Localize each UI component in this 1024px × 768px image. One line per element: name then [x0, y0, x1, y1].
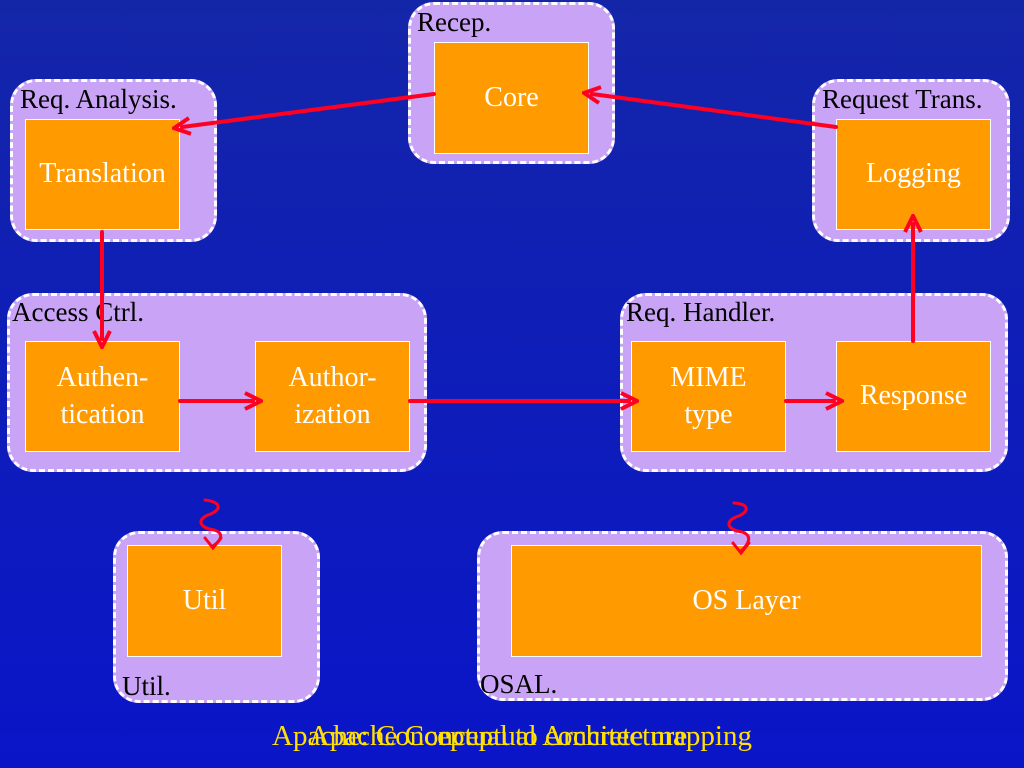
box-util: Util — [127, 545, 282, 657]
arrow-core-to-translation — [182, 92, 436, 127]
box-os-layer: OS Layer — [511, 545, 982, 657]
box-authentication: Authen- tication — [25, 341, 180, 452]
group-label-osal: OSAL. — [480, 669, 558, 699]
box-core: Core — [434, 42, 589, 154]
group-label-req-analysis: Req. Analysis. — [20, 84, 177, 114]
group-label-request-trans: Request Trans. — [822, 84, 983, 114]
arrow-logging-to-core — [592, 94, 838, 129]
box-authorization: Author- ization — [255, 341, 410, 452]
group-label-req-handler: Req. Handler. — [626, 297, 776, 327]
squiggle-to-os-layer — [727, 501, 751, 553]
group-label-recep: Recep. — [417, 7, 492, 37]
box-translation: Translation — [25, 119, 180, 230]
group-label-access-ctrl: Access Ctrl. — [12, 297, 144, 327]
squiggle-to-util — [199, 498, 223, 548]
box-mime-type: MIME type — [631, 341, 786, 452]
caption-line-b: Apache Conceptual Architecture — [308, 720, 688, 752]
box-response: Response — [836, 341, 991, 452]
caption-line-a: Apache: Conceptual to concrete mapping — [272, 720, 752, 752]
group-label-util: Util. — [122, 671, 171, 701]
box-logging: Logging — [836, 119, 991, 230]
